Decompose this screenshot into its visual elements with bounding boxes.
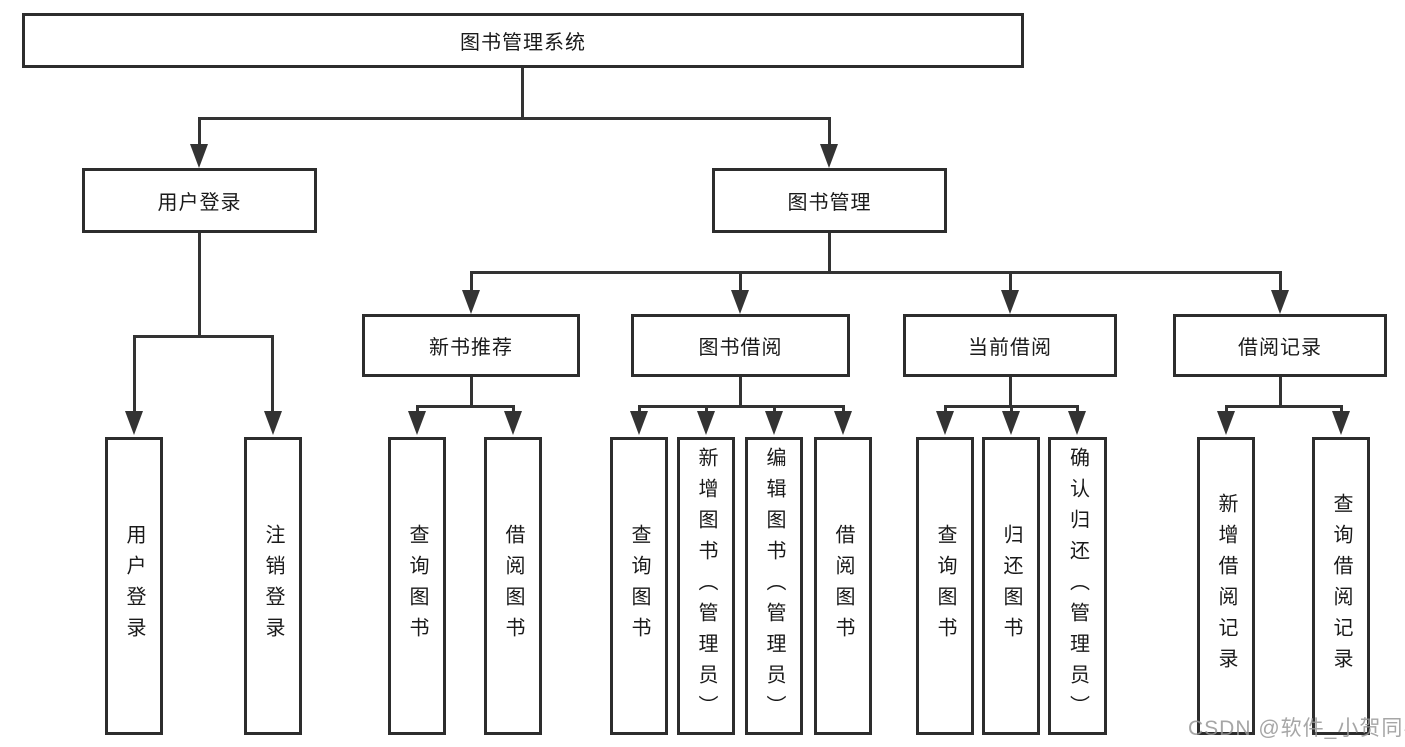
leaf-user-login: 用户登录 [105, 437, 163, 735]
connector-line [1279, 377, 1282, 408]
connector-line [828, 117, 831, 147]
leaf-borrow-books-recommend: 借阅图书 [484, 437, 542, 735]
arrow-down-icon [765, 411, 783, 435]
connector-line [1340, 405, 1343, 414]
leaf-logout: 注销登录 [244, 437, 302, 735]
connector-line [133, 335, 136, 415]
connector-line [1225, 405, 1228, 414]
arrow-down-icon [936, 411, 954, 435]
arrow-down-icon [697, 411, 715, 435]
arrow-down-icon [264, 411, 282, 435]
leaf-add-books-admin: 新增图书（管理员） [677, 437, 735, 735]
connector-line [470, 377, 473, 408]
leaf-confirm-return-admin: 确认归还（管理员） [1048, 437, 1107, 735]
node-new-book-recommendation: 新书推荐 [362, 314, 580, 377]
arrow-down-icon [1217, 411, 1235, 435]
connector-line [1009, 271, 1012, 292]
connector-line [1010, 405, 1013, 414]
arrow-down-icon [462, 290, 480, 314]
arrow-down-icon [1332, 411, 1350, 435]
arrow-down-icon [125, 411, 143, 435]
connector-line [1076, 405, 1079, 414]
connector-line [521, 68, 524, 118]
connector-line [638, 405, 845, 408]
connector-line [638, 405, 641, 414]
leaf-edit-books-admin: 编辑图书（管理员） [745, 437, 803, 735]
connector-line [705, 405, 708, 414]
connector-line [416, 405, 515, 408]
connector-line [739, 271, 742, 292]
connector-line [470, 271, 473, 292]
node-book-borrowing: 图书借阅 [631, 314, 850, 377]
node-user-login-branch: 用户登录 [82, 168, 317, 233]
connector-line [512, 405, 515, 414]
leaf-borrow-books: 借阅图书 [814, 437, 872, 735]
node-borrowing-records: 借阅记录 [1173, 314, 1387, 377]
leaf-add-borrow-record: 新增借阅记录 [1197, 437, 1255, 735]
connector-line [198, 117, 831, 120]
connector-line [198, 233, 201, 338]
node-book-management: 图书管理 [712, 168, 947, 233]
connector-line [1009, 377, 1012, 408]
connector-line [1225, 405, 1343, 408]
connector-line [944, 405, 947, 414]
leaf-query-borrow-record: 查询借阅记录 [1312, 437, 1370, 735]
arrow-down-icon [408, 411, 426, 435]
arrow-down-icon [834, 411, 852, 435]
connector-line [271, 335, 274, 415]
connector-line [739, 377, 742, 408]
arrow-down-icon [820, 144, 838, 168]
connector-line [842, 405, 845, 414]
arrow-down-icon [630, 411, 648, 435]
node-current-borrowing: 当前借阅 [903, 314, 1117, 377]
connector-line [470, 271, 1281, 274]
arrow-down-icon [1002, 411, 1020, 435]
connector-line [1279, 271, 1282, 292]
leaf-query-books-borrowing: 查询图书 [610, 437, 668, 735]
leaf-return-books: 归还图书 [982, 437, 1040, 735]
arrow-down-icon [1001, 290, 1019, 314]
connector-line [198, 117, 201, 147]
arrow-down-icon [504, 411, 522, 435]
connector-line [416, 405, 419, 414]
connector-line [828, 233, 831, 274]
node-library-management-system: 图书管理系统 [22, 13, 1024, 68]
watermark: CSDN @软件_小贺同学 [1188, 717, 1405, 740]
connector-line [773, 405, 776, 414]
arrow-down-icon [190, 144, 208, 168]
arrow-down-icon [1068, 411, 1086, 435]
arrow-down-icon [1271, 290, 1289, 314]
connector-line [133, 335, 274, 338]
leaf-query-books-recommend: 查询图书 [388, 437, 446, 735]
arrow-down-icon [731, 290, 749, 314]
leaf-query-books-current: 查询图书 [916, 437, 974, 735]
